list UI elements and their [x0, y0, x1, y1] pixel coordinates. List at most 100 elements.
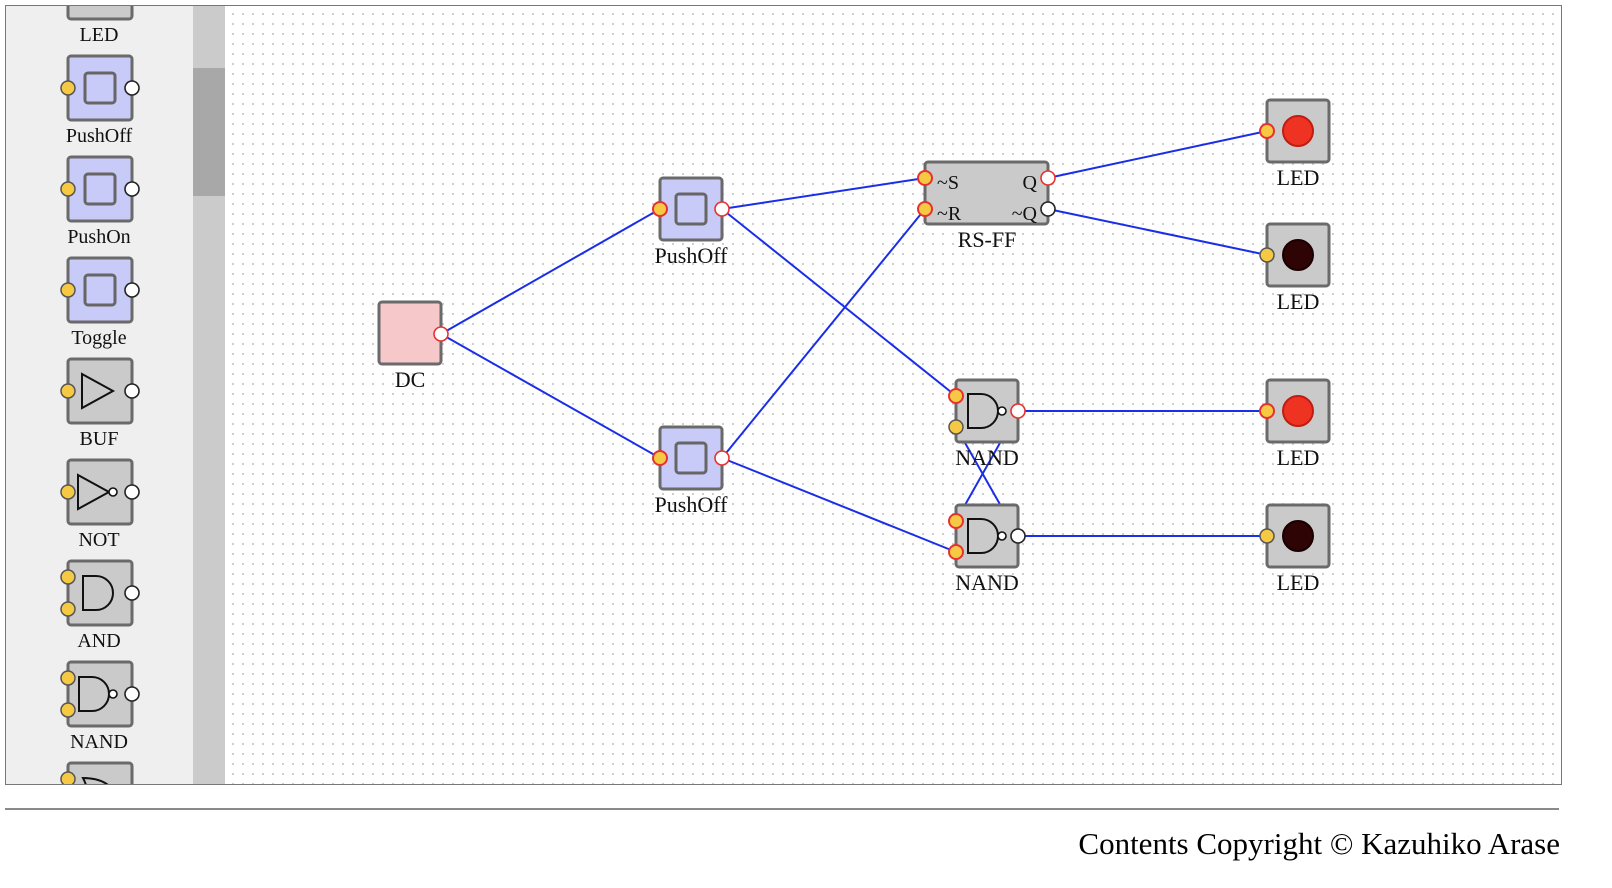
wire-pushoff-bottom-to-nand-bottom[interactable]: [721, 457, 957, 553]
pushoff-switch-bottom-button[interactable]: [674, 441, 708, 475]
pushoff-switch-bottom[interactable]: PushOff: [652, 425, 730, 517]
components: DCPushOffPushOff~S~RQ~QRS-FFNANDNANDLEDL…: [377, 98, 1331, 595]
dc-source-output-pin[interactable]: [433, 326, 449, 342]
nand-gate-bottom-label: NAND: [955, 570, 1019, 595]
palette-item-toggle[interactable]: Toggle: [60, 256, 140, 349]
and-gate-icon: [82, 575, 114, 611]
rsff-nq-pin[interactable]: [1040, 201, 1056, 217]
rsff-r-pin[interactable]: [917, 201, 933, 217]
palette-gate-input-b-pin[interactable]: [60, 601, 76, 617]
palette-item-label: Toggle: [71, 327, 126, 349]
led-2-input-pin[interactable]: [1259, 247, 1275, 263]
wire-dc-to-pushoff-top[interactable]: [440, 208, 661, 335]
led-1[interactable]: LED: [1259, 98, 1331, 190]
palette-gate-body[interactable]: [66, 660, 134, 728]
pushoff-switch-bottom-output-pin[interactable]: [714, 450, 730, 466]
led-4-input-pin[interactable]: [1259, 528, 1275, 544]
palette-item-label: NOT: [78, 529, 119, 551]
palette-item-label: PushOn: [67, 226, 130, 248]
nand-gate-bottom-input-b-pin[interactable]: [948, 544, 964, 560]
nand-gate-top-label: NAND: [955, 445, 1019, 470]
wire-pushoff-top-to-nand-top[interactable]: [721, 208, 957, 397]
palette-switch-input-pin[interactable]: [60, 181, 76, 197]
led-3-label: LED: [1277, 445, 1320, 470]
palette-gate-input-b-pin[interactable]: [60, 702, 76, 718]
palette-gate-body[interactable]: [66, 559, 134, 627]
dc-source[interactable]: DC: [377, 300, 449, 392]
palette-item-not[interactable]: NOT: [60, 458, 140, 551]
led-1-input-pin[interactable]: [1259, 123, 1275, 139]
palette-scrollbar-thumb[interactable]: [193, 68, 225, 196]
palette-switch-input-pin[interactable]: [60, 80, 76, 96]
nand-gate-bottom-body[interactable]: [954, 503, 1020, 569]
pushoff-switch-top[interactable]: PushOff: [652, 176, 730, 268]
palette-gate-output-pin[interactable]: [124, 484, 140, 500]
palette-item-or[interactable]: [60, 761, 139, 784]
nand-gate-bottom[interactable]: NAND: [948, 503, 1026, 595]
or-gate-icon: [81, 776, 109, 784]
palette-scrollbar[interactable]: [193, 6, 225, 784]
led-2-lamp: [1282, 239, 1314, 271]
nand-gate-top-body[interactable]: [954, 378, 1020, 444]
rs-flipflop-body[interactable]: [923, 160, 1050, 226]
not-gate-icon: [77, 473, 112, 511]
palette-gate-input-a-pin[interactable]: [60, 670, 76, 686]
palette-switch-output-pin[interactable]: [124, 80, 140, 96]
palette-item-label: LED: [80, 24, 119, 46]
led-3-input-pin[interactable]: [1259, 403, 1275, 419]
palette-gate-body[interactable]: [66, 357, 134, 425]
palette-switch-output-pin[interactable]: [124, 181, 140, 197]
buffer-icon: [81, 372, 116, 410]
circuit-svg: DCPushOffPushOff~S~RQ~QRS-FFNANDNANDLEDL…: [377, 98, 1331, 595]
led-4-lamp: [1282, 520, 1314, 552]
palette-switch-input-pin[interactable]: [60, 282, 76, 298]
palette-gate-output-pin[interactable]: [124, 686, 140, 702]
palette-item-nand[interactable]: NAND: [60, 660, 140, 753]
dc-source-label: DC: [395, 367, 426, 392]
palette-item-pushoff[interactable]: PushOff: [60, 54, 140, 147]
pushoff-switch-top-button[interactable]: [674, 192, 708, 226]
wire-pushoff-bottom-to-rsff-r[interactable]: [721, 208, 926, 459]
palette-item-buf[interactable]: BUF: [60, 357, 140, 450]
dc-source-body[interactable]: [377, 300, 443, 366]
led-2-label: LED: [1277, 289, 1320, 314]
nand-gate-top[interactable]: NAND: [948, 378, 1026, 470]
nand-gate-top-output-pin[interactable]: [1010, 403, 1026, 419]
led-4[interactable]: LED: [1259, 503, 1331, 595]
nand-gate-bottom-input-a-pin[interactable]: [948, 513, 964, 529]
led-2[interactable]: LED: [1259, 222, 1331, 314]
palette-gate-input-a-pin[interactable]: [60, 569, 76, 585]
palette-gate-input-a-pin[interactable]: [60, 771, 76, 784]
palette-item-label: BUF: [80, 428, 119, 450]
palette-switch-output-pin[interactable]: [124, 282, 140, 298]
palette-led-body[interactable]: [66, 6, 134, 21]
rs-flipflop[interactable]: ~S~RQ~QRS-FF: [917, 160, 1056, 252]
nand-gate-top-input-a-pin[interactable]: [948, 388, 964, 404]
palette-item-pushon[interactable]: PushOn: [60, 155, 140, 248]
nand-gate-top-input-b-pin[interactable]: [948, 419, 964, 435]
palette-item-label: NAND: [70, 731, 128, 753]
palette-gate-output-pin[interactable]: [124, 585, 140, 601]
palette-item-led[interactable]: LED: [61, 6, 134, 46]
palette-item-and[interactable]: AND: [60, 559, 140, 652]
pushoff-switch-bottom-input-pin[interactable]: [652, 450, 668, 466]
wire-rsff-q-to-led-1[interactable]: [1047, 130, 1268, 179]
rsff-s-pin[interactable]: [917, 170, 933, 186]
wire-dc-to-pushoff-bottom[interactable]: [440, 333, 661, 459]
rs-flipflop-label: RS-FF: [958, 227, 1017, 252]
pushoff-switch-top-input-pin[interactable]: [652, 201, 668, 217]
wire-pushoff-top-to-rsff-s[interactable]: [721, 177, 926, 210]
pushoff-switch-top-output-pin[interactable]: [714, 201, 730, 217]
wire-rsff-nq-to-led-2[interactable]: [1047, 208, 1268, 256]
rsff-q-pin[interactable]: [1040, 170, 1056, 186]
palette-gate-input-pin[interactable]: [60, 484, 76, 500]
palette-gate-output-pin[interactable]: [124, 383, 140, 399]
palette-gate-input-pin[interactable]: [60, 383, 76, 399]
nand-gate-bottom-output-pin[interactable]: [1010, 528, 1026, 544]
palette-item-label: PushOff: [66, 125, 133, 147]
led-3[interactable]: LED: [1259, 378, 1331, 470]
footer-divider: [5, 808, 1559, 810]
